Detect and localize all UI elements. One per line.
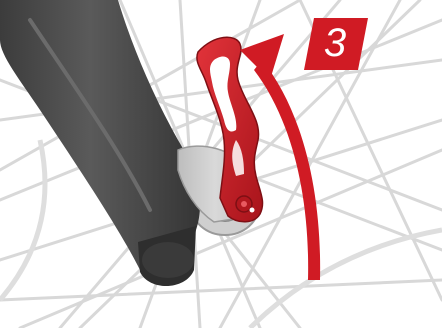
fork-leg	[0, 0, 200, 286]
step-number-badge: 3	[304, 18, 368, 70]
step-number: 3	[304, 21, 366, 65]
